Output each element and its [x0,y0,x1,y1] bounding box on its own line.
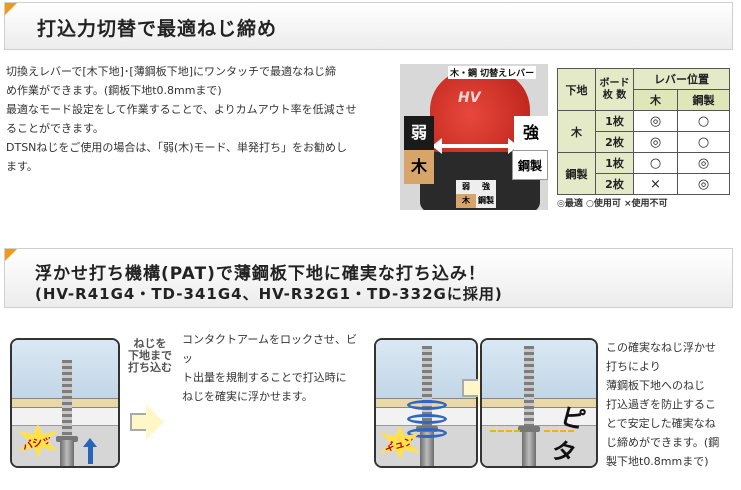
section2-subtitle: (HV-R41G4・TD-341G4、HV-R32G1・TD-332Gに採用) [35,285,503,303]
corner-accent [5,3,17,15]
cell-wood: ◎ [633,131,678,153]
body-line: 最適なモード設定をして作業することで、よりカムアウト率を低減させ [6,103,357,116]
desc-left: コンタクトアームをロックさせ、ビッ ト出量を規制することで打込時に ねじを確実に… [182,330,367,406]
screw-head [56,436,78,442]
bit-icon [420,432,434,466]
row-count: 1枚 [595,152,634,174]
desc-line: ねじを確実に浮かせます。 [182,390,313,403]
desc-right: この確実なねじ浮かせ 打ちにより 薄鋼板下地へのねじ 打込過ぎを防止するこ とで… [606,338,738,471]
section2-header: 浮かせ打ち機構(PAT)で薄鋼板下地に確実な打ち込み！ (HV-R41G4・TD… [4,248,733,308]
cell-wood: × [633,173,678,195]
cell-steel: ◎ [677,152,730,174]
wall-cavity [482,340,596,398]
body-line: 切換えレバーで[木下地]･[薄鋼板下地]にワンタッチで最適なねじ締 [6,65,337,78]
col-board-line2: 枚 数 [602,89,627,101]
illustration-panel-1: バシッ [10,338,120,468]
switch-arrow-icon [432,138,518,154]
screw-icon [524,346,534,426]
neji-label: ねじを 下地まで 打ち込む [124,338,176,374]
col-board: ボード 枚 数 [595,68,634,111]
mini-strong: 強 [482,182,490,191]
body-line: ます。 [6,160,38,173]
neji-label-line: ねじを [133,337,167,350]
desc-line: 薄鋼板下地へのねじ [606,379,705,392]
section1-header: 打込力切替で最適ねじ締め [4,2,733,50]
body-line: DTSNねじをご使用の場合は、「弱(木)モード、単発打ち」をお勧めし [6,141,348,154]
bit-icon [522,432,536,466]
body-line: ることができます。 [6,122,104,135]
col-wood: 木 [633,89,678,111]
screw-icon [62,360,72,438]
label-steel: 鋼製 [512,150,548,180]
illustration-panel-3: ピタッ [480,338,598,468]
mini-lever-plate: 弱 強 木 鋼製 [456,180,496,208]
label-weak: 弱 [404,116,434,150]
cell-wood: ◎ [633,110,678,132]
col-base: 下地 [557,68,596,111]
bit-icon [60,440,74,466]
row-count: 2枚 [595,131,634,153]
desc-line: とで安定した確実なね [606,417,716,430]
brand-mark: HV [458,90,481,106]
row-count: 1枚 [595,110,634,132]
product-photo: HV 木・鋼 切替えレバー 弱 木 強 鋼製 弱 強 木 鋼製 [400,64,548,210]
cell-steel: ◎ [677,173,730,195]
wood-layer [482,398,596,408]
spin-coil-icon [407,428,447,438]
desc-line: コンタクトアームをロックさせ、ビッ [182,333,358,365]
section2-title: 浮かせ打ち機構(PAT)で薄鋼板下地に確実な打ち込み！ [35,264,486,284]
label-strong: 強 [514,116,548,150]
screw-head [518,426,540,432]
col-steel: 鋼製 [677,89,730,111]
table-legend: ◎最適 ○使用可 ×使用不可 [557,199,668,209]
mini-steel: 鋼製 [478,196,494,205]
row-base-steel: 鋼製 [557,152,596,195]
neji-label-line: 下地まで [128,349,172,362]
base-layer [482,426,596,466]
sparks-icon [490,430,520,442]
spin-coil-icon [407,400,447,410]
lever-position-table: 下地 ボード 枚 数 レバー位置 木 鋼製 木 1枚 ◎ ○ 2枚 ◎ ○ 鋼製… [557,68,730,195]
desc-line: 製下地t0.8mmまで) [606,455,709,468]
section1-body: 切換えレバーで[木下地]･[薄鋼板下地]にワンタッチで最適なねじ締 め作業ができ… [6,62,386,176]
desc-line: じ締めができます。(鋼 [606,436,720,449]
row-count: 2枚 [595,173,634,195]
desc-line: ト出量を規制することで打込時に [182,371,347,384]
section1-title: 打込力切替で最適ねじ締め [37,18,278,40]
desc-line: 打ちにより [606,360,661,373]
corner-accent [5,249,17,261]
mini-weak: 弱 [462,182,470,191]
cell-steel: ○ [677,131,730,153]
lever-caption: 木・鋼 切替えレバー [448,66,537,79]
col-lever: レバー位置 [633,68,730,90]
screw-icon [422,346,432,426]
next-arrow-icon [130,404,164,440]
desc-line: 打込過ぎを防止するこ [606,398,716,411]
neji-label-line: 打ち込む [128,361,172,374]
body-line: め作業ができます。(鋼板下地t0.8mmまで) [6,84,222,97]
cell-steel: ○ [677,110,730,132]
illustration-panel-2: ギュン [374,338,478,468]
desc-line: この確実なねじ浮かせ [606,341,716,354]
cell-wood: ○ [633,152,678,174]
up-arrow-icon [83,438,97,464]
mini-wood: 木 [456,194,476,208]
spin-coil-icon [407,414,447,424]
label-wood: 木 [404,150,434,184]
row-base-wood: 木 [557,110,596,153]
sparks-icon [544,430,574,442]
board-layer [482,408,596,426]
col-board-line1: ボード [599,77,630,89]
